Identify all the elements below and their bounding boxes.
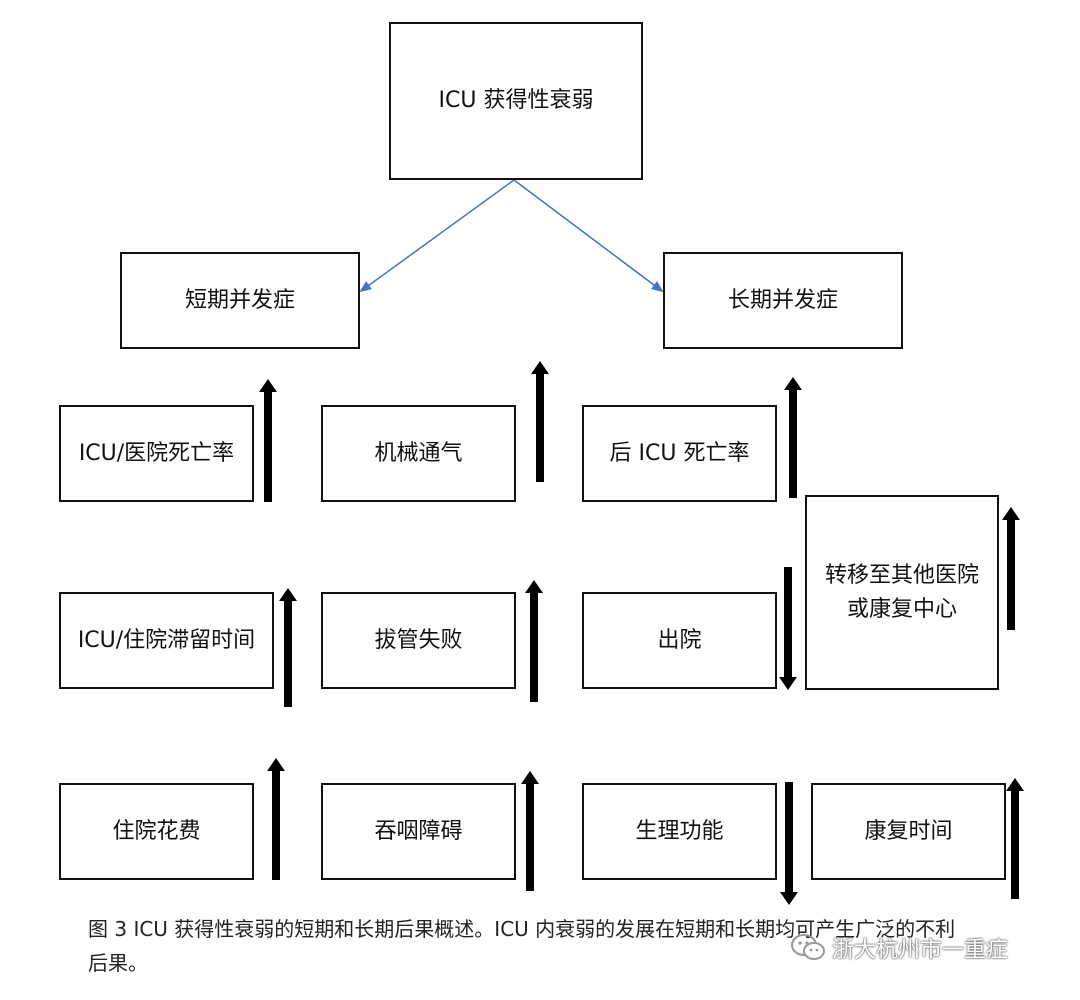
cost-label: 住院花费 [112,818,201,844]
recovery-time-label: 康复时间 [864,818,953,844]
physical-function-node: 生理功能 [582,783,777,880]
up-arrow [525,580,543,702]
recovery-time-node: 康复时间 [811,783,1006,880]
post-icu-mortality-node: 后 ICU 死亡率 [582,405,777,502]
short-term-node: 短期并发症 [120,252,360,349]
dysphagia-node: 吞咽障碍 [321,783,516,880]
post-icu-mortality-label: 后 ICU 死亡率 [609,440,750,466]
up-arrow [1002,507,1020,630]
down-arrow [780,782,798,905]
up-arrow [259,379,277,502]
root-label: ICU 获得性衰弱 [438,88,594,113]
up-arrow [531,361,549,482]
up-arrow [1006,778,1024,899]
transfer-label: 转移至其他医院或康复中心 [824,562,979,622]
long-term-node: 长期并发症 [663,252,903,349]
transfer-node: 转移至其他医院或康复中心 [805,495,999,690]
short-term-label: 短期并发症 [184,287,295,313]
link-root-to-short-term [359,179,515,293]
icu-stay-label: ICU/住院滞留时间 [77,627,256,653]
long-term-label: 长期并发症 [727,287,838,313]
wechat-icon [791,934,825,960]
icu-mortality-label: ICU/医院死亡率 [78,440,235,466]
watermark-text: 浙大杭州市一重症 [832,938,1009,963]
extubation-failure-label: 拔管失败 [374,627,463,653]
link-root-to-long-term [513,179,664,293]
mech-vent-node: 机械通气 [321,405,516,502]
up-arrow [521,771,539,891]
mech-vent-label: 机械通气 [374,440,463,466]
discharge-node: 出院 [582,592,777,689]
extubation-failure-node: 拔管失败 [321,592,516,689]
up-arrow [279,588,297,707]
dysphagia-label: 吞咽障碍 [374,818,463,844]
down-arrow [779,567,797,690]
up-arrow [784,377,802,498]
watermark: 浙大杭州市一重症 [790,932,1008,964]
up-arrow [267,758,285,880]
root-node: ICU 获得性衰弱 [389,22,643,180]
icu-stay-node: ICU/住院滞留时间 [59,592,274,689]
icu-mortality-node: ICU/医院死亡率 [59,405,254,502]
physical-function-label: 生理功能 [635,818,724,844]
discharge-label: 出院 [657,627,702,653]
cost-node: 住院花费 [59,783,254,880]
